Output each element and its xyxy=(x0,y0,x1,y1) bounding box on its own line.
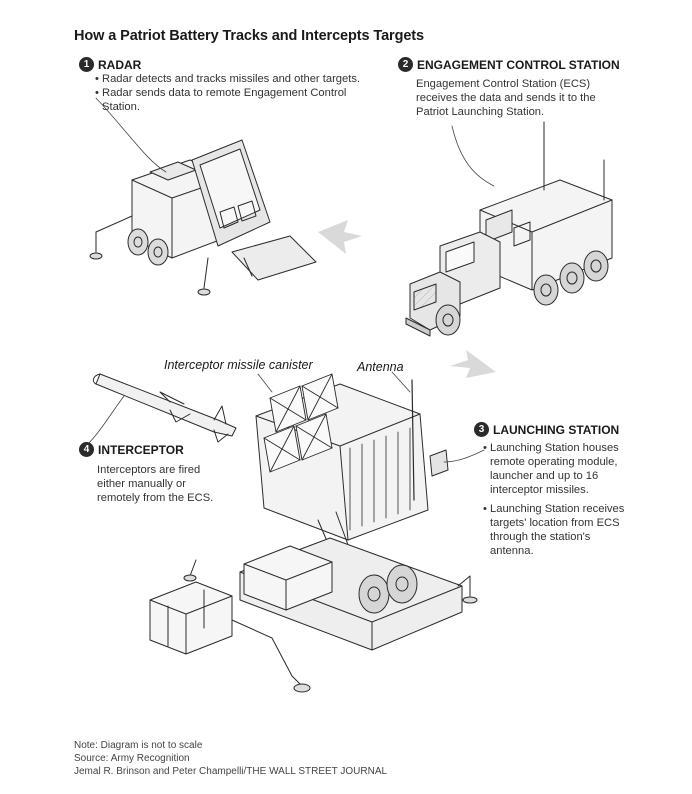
ecs-truck-illustration xyxy=(405,121,613,337)
section-text: interceptor missiles. xyxy=(490,484,589,496)
section-text: either manually or xyxy=(97,478,186,490)
footer-source: Source: Army Recognition xyxy=(74,753,190,764)
section-text: remotely from the ECS. xyxy=(97,492,214,504)
section-radar: 1 RADAR Radar detects and tracks missile… xyxy=(79,57,379,114)
launcher-illustration xyxy=(149,371,485,693)
page-title: How a Patriot Battery Tracks and Interce… xyxy=(74,28,424,44)
antenna-callout: Antenna xyxy=(357,360,404,374)
section-heading: ENGAGEMENT CONTROL STATION xyxy=(417,57,620,72)
footer: Note: Diagram is not to scale Source: Ar… xyxy=(74,739,387,778)
section-text: targets' location from ECS xyxy=(490,517,620,529)
step-badge: 4 xyxy=(79,442,94,457)
step-badge: 3 xyxy=(474,422,489,437)
canister-callout: Interceptor missile canister xyxy=(164,358,313,372)
section-interceptor: 4 INTERCEPTOR Interceptors are fired eit… xyxy=(79,442,279,505)
section-text: Radar sends data to remote Engagement Co… xyxy=(95,86,379,100)
section-text: Engagement Control Station (ECS) xyxy=(416,78,591,90)
section-text: through the station's xyxy=(490,531,591,543)
step-badge: 2 xyxy=(398,57,413,72)
section-text: receives the data and sends it to the xyxy=(416,92,596,104)
section-text: Radar detects and tracks missiles and ot… xyxy=(95,72,379,86)
section-text: Interceptors are fired xyxy=(97,464,201,476)
section-heading: LAUNCHING STATION xyxy=(493,422,620,437)
section-text: Launching Station receives xyxy=(490,503,625,515)
section-text: Launching Station houses xyxy=(490,442,619,454)
step-badge: 1 xyxy=(79,57,94,72)
section-text: Patriot Launching Station. xyxy=(416,106,545,118)
section-text: launcher and up to 16 xyxy=(490,470,599,482)
section-text: antenna. xyxy=(490,545,534,557)
section-text: Station. xyxy=(102,101,140,113)
section-heading: INTERCEPTOR xyxy=(98,442,184,457)
section-launching-station: 3 LAUNCHING STATION Launching Station ho… xyxy=(474,422,674,558)
section-heading: RADAR xyxy=(98,57,142,72)
radar-illustration xyxy=(89,97,317,296)
footer-credit: Jemal R. Brinson and Peter Champelli/THE… xyxy=(74,766,388,777)
interceptor-missile-illustration xyxy=(87,373,237,445)
section-text: remote operating module, xyxy=(490,456,618,468)
flow-arrow-1 xyxy=(318,220,362,254)
section-ecs: 2 ENGAGEMENT CONTROL STATION Engagement … xyxy=(398,57,658,119)
flow-arrow-2 xyxy=(450,350,496,378)
footer-note: Note: Diagram is not to scale xyxy=(74,740,203,751)
